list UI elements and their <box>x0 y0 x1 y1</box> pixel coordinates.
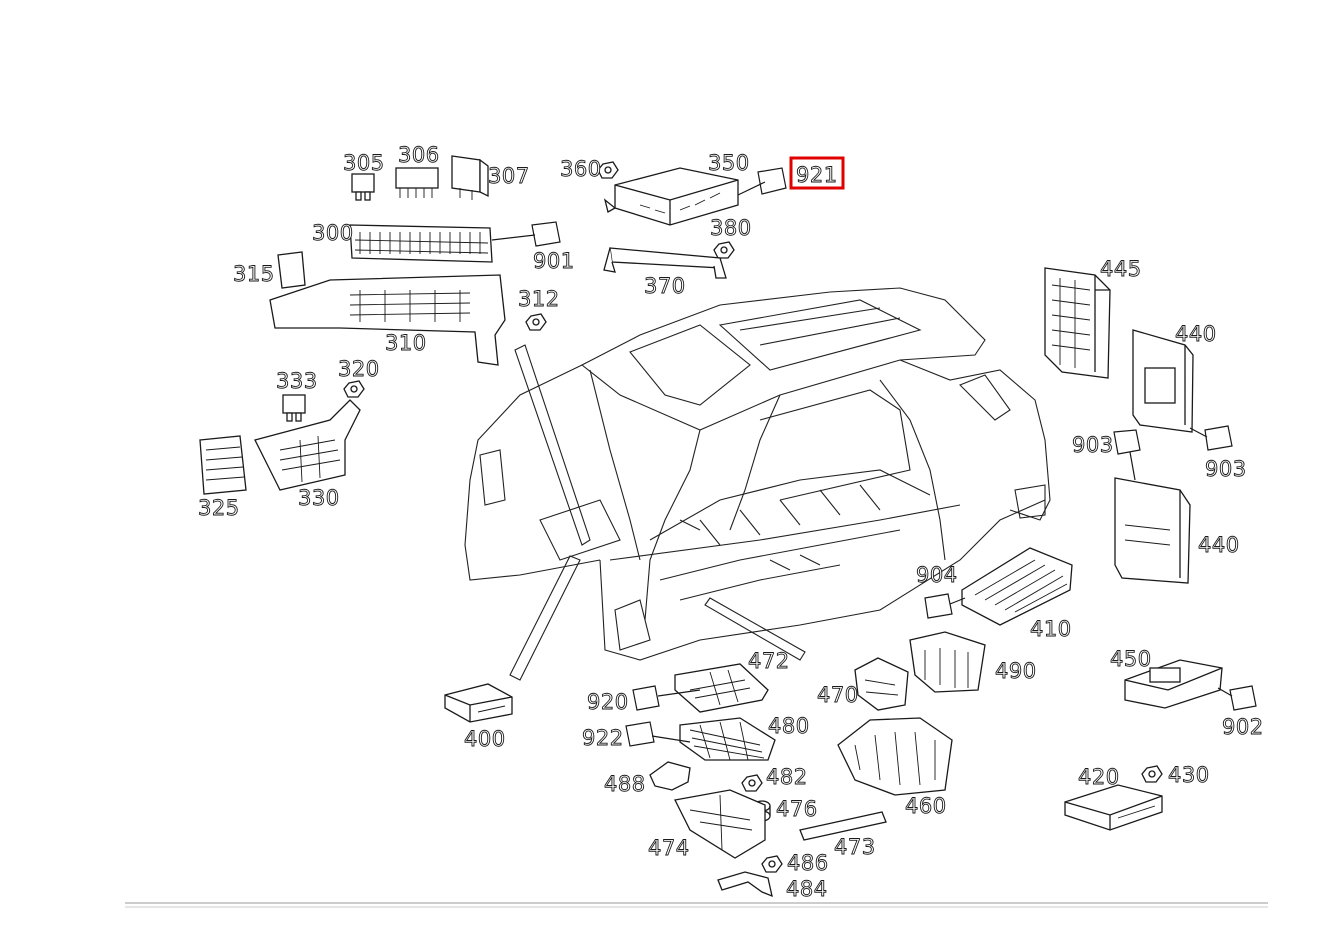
part-410-amplifier <box>961 547 1073 626</box>
leader-arrows <box>509 344 806 681</box>
part-488-bracket <box>649 761 691 791</box>
part-480-module <box>679 717 776 761</box>
part-325-fuse-holder <box>199 435 247 495</box>
part-305-fuse <box>351 173 375 201</box>
callout-307: 307 <box>488 164 530 188</box>
vehicle-body-shell <box>464 287 1051 661</box>
callout-400: 400 <box>464 727 506 751</box>
part-490-tray <box>909 631 986 693</box>
callout-474: 474 <box>648 836 690 860</box>
callout-484: 484 <box>786 877 828 901</box>
callout-370: 370 <box>644 274 686 298</box>
part-484-bracket <box>717 871 773 898</box>
part-430-nut <box>1141 765 1163 783</box>
callout-904: 904 <box>916 563 958 587</box>
callout-410: 410 <box>1030 617 1072 641</box>
callout-333: 333 <box>276 369 318 393</box>
callout-430: 430 <box>1168 763 1210 787</box>
callout-476: 476 <box>776 797 818 821</box>
callout-450: 450 <box>1110 647 1152 671</box>
callout-488: 488 <box>604 772 646 796</box>
callout-320: 320 <box>338 357 380 381</box>
part-445-module <box>1044 267 1111 379</box>
part-360-nut <box>597 161 619 179</box>
callout-350: 350 <box>708 151 750 175</box>
part-440-module-lower <box>1114 477 1191 584</box>
part-482-nut <box>741 774 763 792</box>
callout-472: 472 <box>748 649 790 673</box>
callout-305: 305 <box>343 151 385 175</box>
highlight-box-921 <box>789 156 845 190</box>
callout-470: 470 <box>817 683 859 707</box>
part-440-module-upper <box>1132 329 1194 433</box>
callout-920: 920 <box>587 690 629 714</box>
part-312-nut <box>525 313 547 331</box>
part-315-bracket <box>277 251 306 289</box>
part-450-module <box>1124 659 1223 709</box>
part-330-distributor <box>254 399 361 491</box>
part-400-control-unit <box>444 683 513 723</box>
callout-901: 901 <box>533 249 575 273</box>
callout-921[interactable]: 921 <box>796 163 838 188</box>
bottom-rule <box>125 902 1268 908</box>
part-486-nut <box>761 855 783 873</box>
callout-315: 315 <box>233 262 275 286</box>
callout-922: 922 <box>582 726 624 750</box>
callout-306: 306 <box>398 143 440 167</box>
callout-420: 420 <box>1078 765 1120 789</box>
part-306-connector <box>395 167 439 198</box>
callout-380: 380 <box>710 216 752 240</box>
callout-labels: 305 306 307 360 350 921 300 901 380 315 … <box>198 143 1264 902</box>
callout-903-left: 903 <box>1072 433 1114 457</box>
callout-440-upper: 440 <box>1175 322 1217 346</box>
part-300-fuse-box <box>349 224 493 263</box>
callout-903-right: 903 <box>1205 457 1247 481</box>
callout-330: 330 <box>298 486 340 510</box>
part-473-strip <box>799 811 887 841</box>
callout-310: 310 <box>385 331 427 355</box>
part-420-control-unit <box>1064 784 1163 831</box>
callout-360: 360 <box>560 157 602 181</box>
callout-312: 312 <box>518 287 560 311</box>
part-307-relay <box>451 155 489 200</box>
part-350-control-unit <box>603 167 739 226</box>
part-333-fuse <box>282 394 306 422</box>
part-472-control-unit <box>674 663 769 713</box>
part-470-bracket <box>854 657 909 711</box>
callout-325: 325 <box>198 496 240 520</box>
part-380-nut <box>713 241 735 259</box>
callout-473: 473 <box>834 835 876 859</box>
callout-300: 300 <box>312 221 354 245</box>
callout-445: 445 <box>1100 257 1142 281</box>
callout-460: 460 <box>905 794 947 818</box>
callout-482: 482 <box>766 765 808 789</box>
callout-440-lower: 440 <box>1198 533 1240 557</box>
part-310-carrier <box>269 274 506 366</box>
tag-symbols <box>491 167 1257 747</box>
part-474-tray <box>674 789 766 859</box>
part-370-bracket <box>603 247 727 279</box>
callout-902: 902 <box>1222 715 1264 739</box>
callout-486: 486 <box>787 851 829 875</box>
part-320-nut <box>343 380 365 398</box>
part-460-tray <box>837 717 953 796</box>
callout-480: 480 <box>768 714 810 738</box>
callout-490: 490 <box>995 659 1037 683</box>
